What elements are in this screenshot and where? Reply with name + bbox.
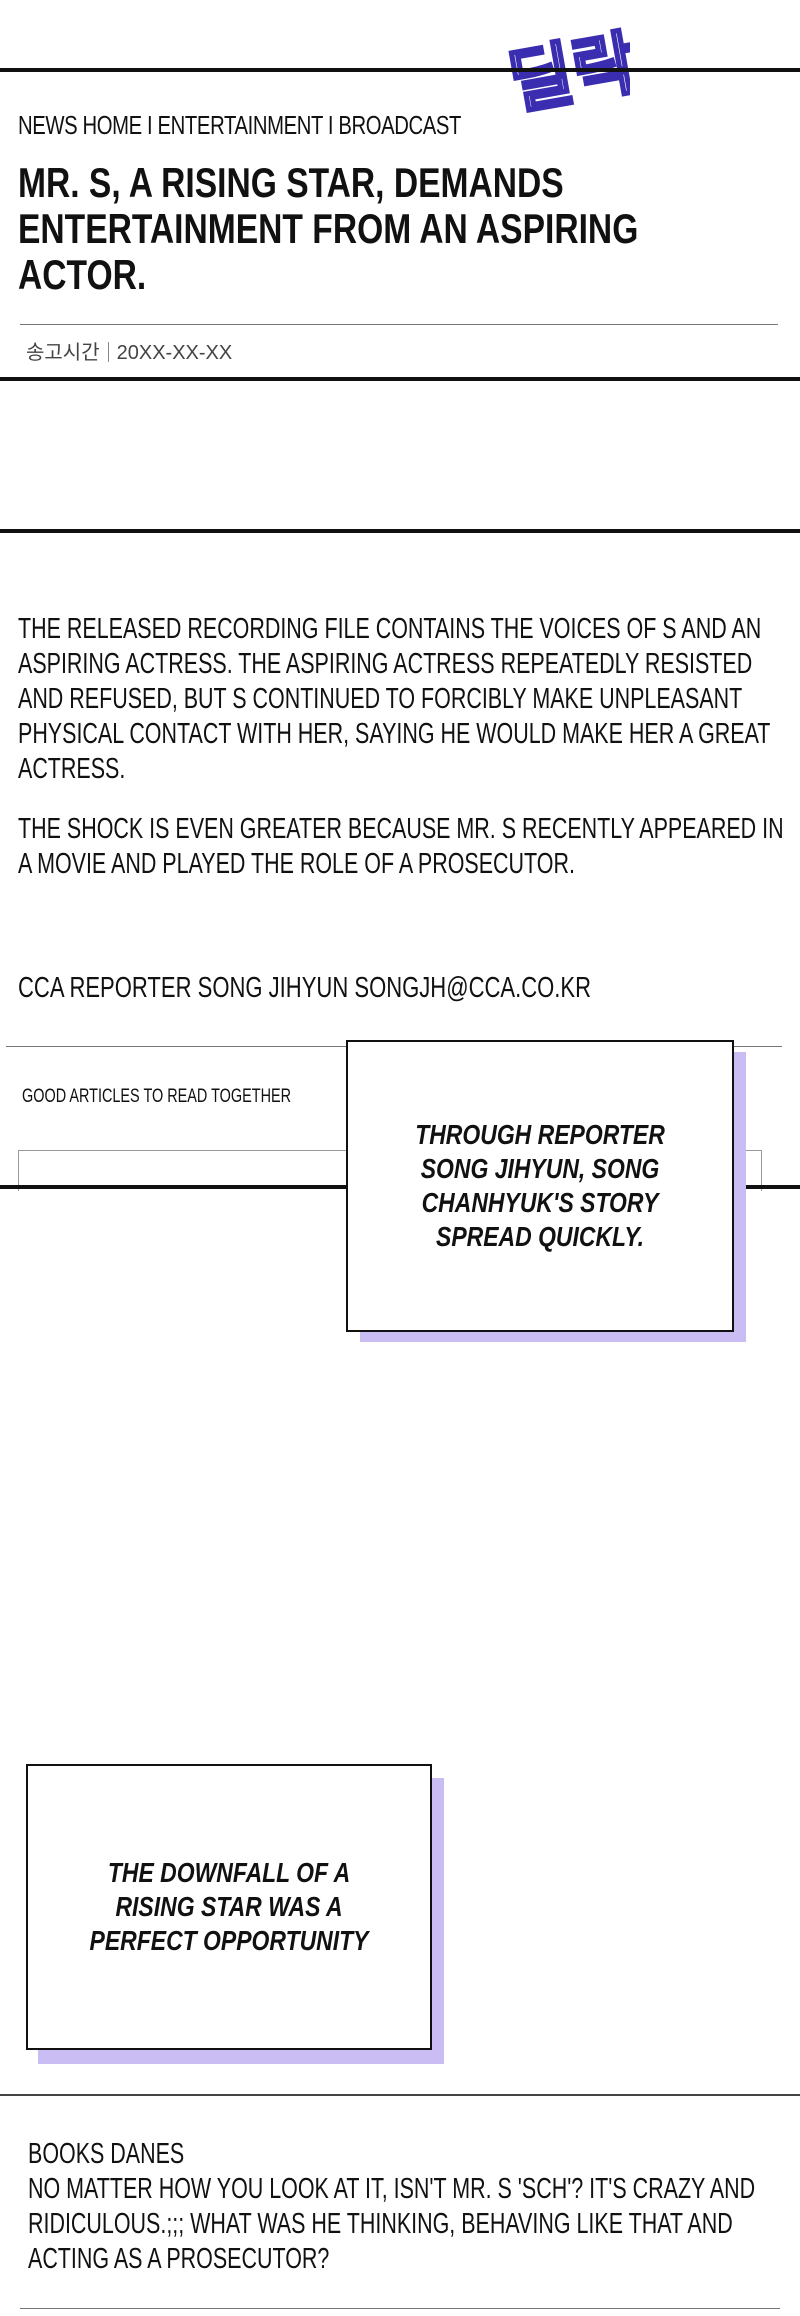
comment-divider <box>0 2094 800 2096</box>
news-logo: 딜락 <box>502 20 630 126</box>
section-rule <box>0 377 800 381</box>
meta-divider <box>20 324 778 325</box>
meta-label: 송고시간 <box>26 342 100 364</box>
narration-box: THE DOWNFALL OF A RISING STAR WAS A PERF… <box>26 1764 432 2050</box>
section-rule <box>0 529 800 533</box>
narration-text: THROUGH REPORTER SONG JIHYUN, SONG CHANH… <box>415 1119 665 1252</box>
comment-author[interactable]: BOOKS DANES <box>28 2138 185 2170</box>
article-meta: 송고시간 20XX-XX-XX <box>26 336 232 365</box>
breadcrumb[interactable]: NEWS HOME I ENTERTAINMENT I BROADCAST <box>18 110 462 140</box>
comment-bottom-divider <box>20 2308 780 2309</box>
logo-text: 딜락 <box>502 21 630 124</box>
narration-text: THE DOWNFALL OF A RISING STAR WAS A PERF… <box>89 1857 369 1956</box>
related-articles-label: GOOD ARTICLES TO READ TOGETHER <box>22 1086 292 1107</box>
comment-text: NO MATTER HOW YOU LOOK AT IT, ISN'T MR. … <box>28 2173 756 2275</box>
article-headline: MR. S, A RISING STAR, DEMANDS ENTERTAINM… <box>18 159 639 298</box>
article-paragraph: THE SHOCK IS EVEN GREATER BECAUSE MR. S … <box>18 813 784 880</box>
meta-separator <box>107 342 109 362</box>
top-rule <box>0 68 800 72</box>
meta-date: 20XX-XX-XX <box>116 342 233 364</box>
article-paragraph: THE RELEASED RECORDING FILE CONTAINS THE… <box>18 613 771 785</box>
narration-box: THROUGH REPORTER SONG JIHYUN, SONG CHANH… <box>346 1040 734 1332</box>
reporter-credit: CCA REPORTER SONG JIHYUN SONGJH@CCA.CO.K… <box>18 972 592 1004</box>
